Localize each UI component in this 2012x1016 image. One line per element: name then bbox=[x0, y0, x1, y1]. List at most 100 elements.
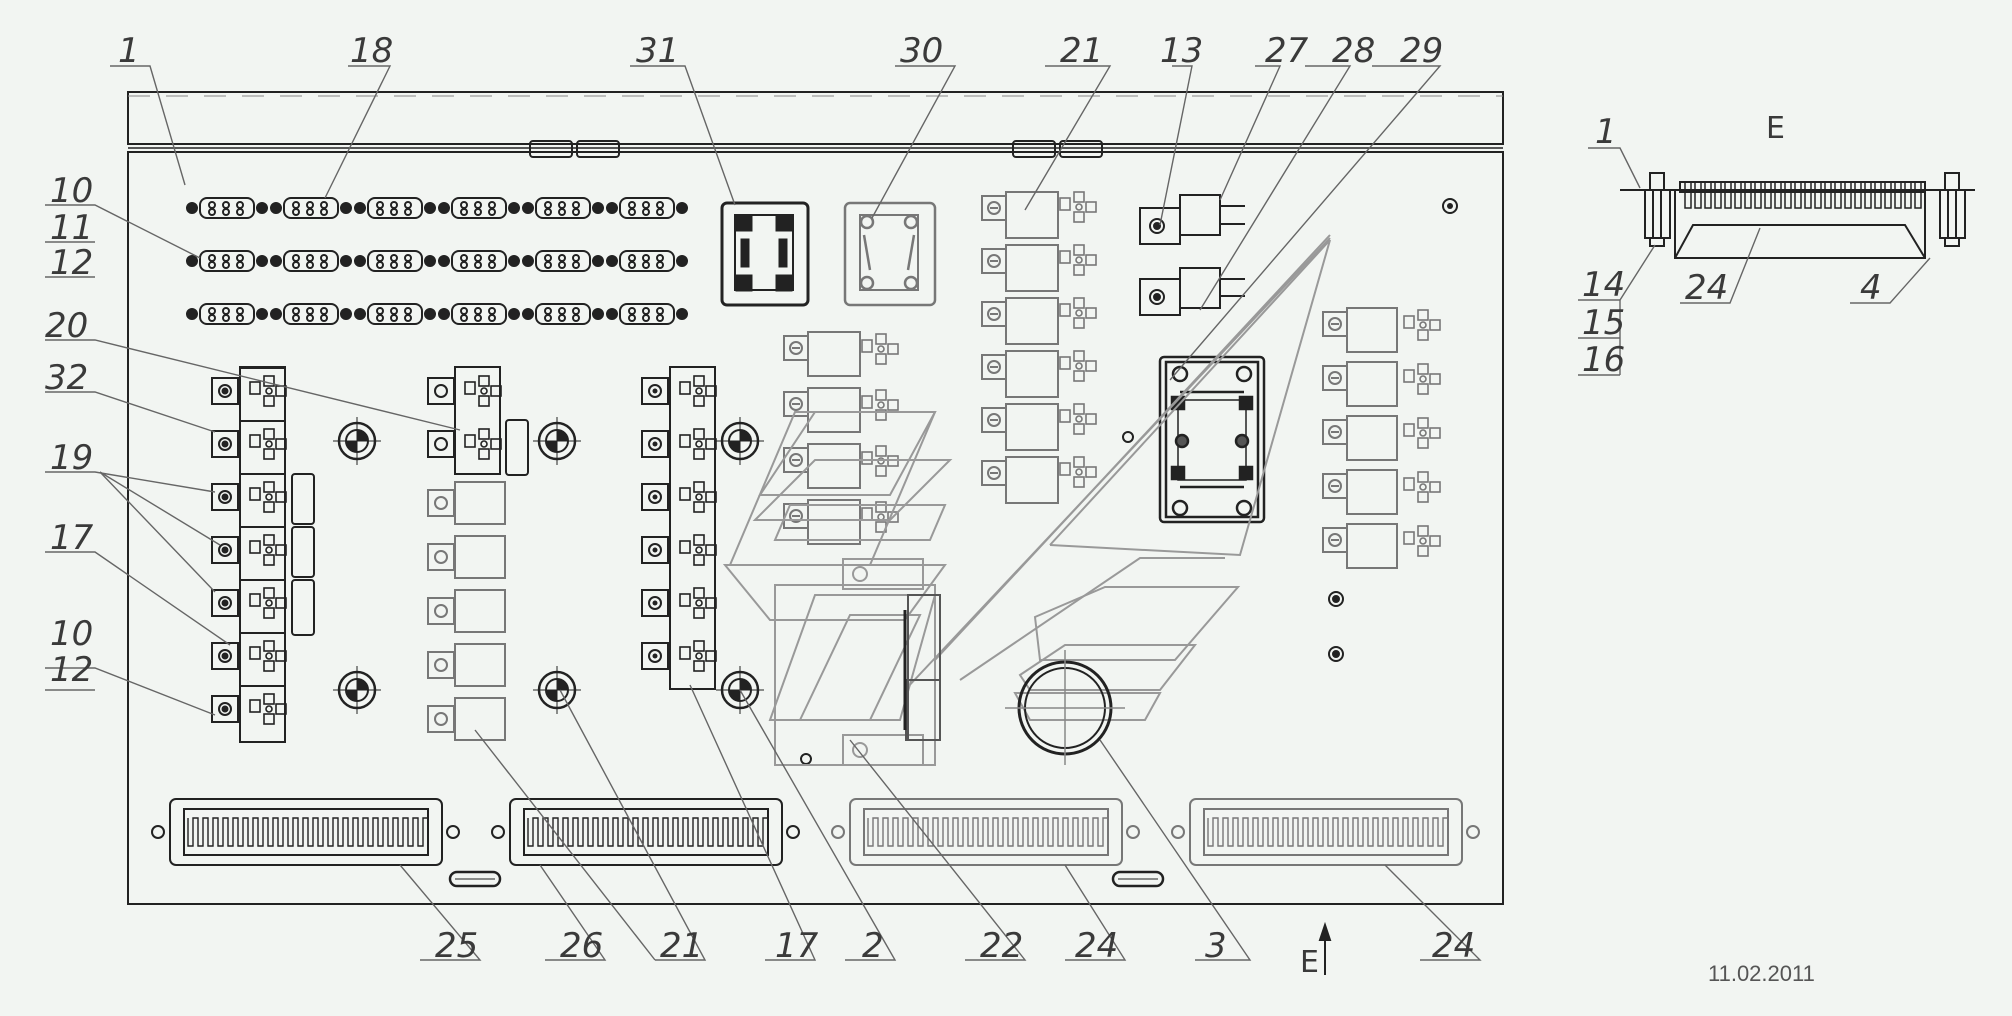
callout-bottom-3: 3 bbox=[1205, 926, 1227, 966]
dsub-connector bbox=[270, 197, 352, 219]
dsub-connector bbox=[606, 303, 688, 325]
callout-left-12b: 12 bbox=[50, 650, 93, 690]
dsub-connector bbox=[270, 303, 352, 325]
callout-top-18: 18 bbox=[350, 31, 393, 71]
fuse-holder bbox=[1158, 355, 1266, 524]
mounting-screw bbox=[1442, 198, 1458, 214]
relay bbox=[981, 191, 1059, 239]
mount-hole bbox=[333, 666, 381, 714]
traces bbox=[722, 234, 1331, 766]
edge-connector bbox=[491, 798, 800, 866]
relay bbox=[981, 350, 1059, 398]
dsub-connector bbox=[354, 303, 436, 325]
dsub-connector bbox=[606, 250, 688, 272]
callout-bottom-24b: 24 bbox=[1432, 926, 1475, 966]
relay-column-upper bbox=[981, 191, 1097, 504]
relay bbox=[981, 456, 1059, 504]
callout-top-28: 28 bbox=[1332, 31, 1375, 71]
relay bbox=[1322, 415, 1398, 461]
callout-detail-15: 15 bbox=[1582, 303, 1625, 343]
callout-bottom-26: 26 bbox=[560, 926, 603, 966]
resistor-26 bbox=[448, 870, 1165, 888]
main-board bbox=[127, 91, 1504, 905]
leader-lines bbox=[45, 65, 1482, 961]
relay bbox=[1322, 523, 1398, 569]
dsub-connector bbox=[438, 197, 520, 219]
relay-column-center bbox=[783, 331, 899, 545]
mounting-holes bbox=[333, 417, 764, 714]
callout-left-12: 12 bbox=[50, 243, 93, 283]
callout-top-21: 21 bbox=[1060, 31, 1103, 71]
callout-left-20: 20 bbox=[45, 306, 88, 346]
callout-bottom-2: 2 bbox=[862, 926, 884, 966]
callout-detail-24: 24 bbox=[1685, 268, 1728, 308]
callout-top-27: 27 bbox=[1265, 31, 1309, 71]
callout-left-10b: 10 bbox=[50, 614, 93, 654]
edge-connector bbox=[831, 798, 1140, 866]
callout-bottom-17: 17 bbox=[775, 926, 819, 966]
socket-31 bbox=[720, 201, 810, 307]
callout-detail-1: 1 bbox=[1595, 112, 1617, 152]
callout-bottom-24: 24 bbox=[1075, 926, 1118, 966]
section-arrow-e bbox=[1318, 921, 1332, 975]
relay bbox=[783, 443, 861, 489]
callout-top-1: 1 bbox=[118, 31, 140, 71]
relay bbox=[783, 499, 861, 545]
dsub-connector bbox=[354, 197, 436, 219]
dsub-connector bbox=[438, 303, 520, 325]
relay bbox=[783, 331, 861, 377]
callout-top-13: 13 bbox=[1160, 31, 1203, 71]
dsub-connector bbox=[186, 250, 268, 272]
callout-detail-16: 16 bbox=[1582, 340, 1625, 380]
dsub-connector bbox=[186, 197, 268, 219]
detail-view-e bbox=[1578, 147, 1975, 376]
section-label-e: E bbox=[1300, 945, 1319, 980]
relay bbox=[1322, 307, 1398, 353]
dsub-connector bbox=[522, 250, 604, 272]
dsub-connector bbox=[270, 250, 352, 272]
dsub-connector bbox=[354, 250, 436, 272]
callout-left-19: 19 bbox=[50, 438, 93, 478]
dsub-connector bbox=[522, 197, 604, 219]
relay bbox=[981, 403, 1059, 451]
hinge-left bbox=[128, 140, 1503, 158]
dsub-connector bbox=[606, 197, 688, 219]
vias bbox=[800, 431, 1344, 765]
relay bbox=[783, 387, 861, 433]
relay bbox=[1322, 361, 1398, 407]
callout-left-11: 11 bbox=[50, 208, 93, 248]
callout-detail-4: 4 bbox=[1860, 268, 1882, 308]
callout-top-30: 30 bbox=[900, 31, 943, 71]
mount-hole bbox=[533, 417, 581, 465]
relay-column-2 bbox=[641, 366, 717, 690]
callout-bottom-21: 21 bbox=[660, 926, 703, 966]
relay-column-far-right bbox=[1322, 307, 1441, 569]
dsub-connector bbox=[522, 303, 604, 325]
callout-left-17: 17 bbox=[50, 518, 94, 558]
callout-left-10: 10 bbox=[50, 171, 93, 211]
callout-detail-14: 14 bbox=[1582, 265, 1625, 305]
edge-connectors bbox=[151, 798, 1480, 866]
edge-connector bbox=[151, 798, 460, 866]
buzzer-3 bbox=[1005, 650, 1125, 765]
relay bbox=[1322, 469, 1398, 515]
relay bbox=[981, 244, 1059, 292]
socket-30 bbox=[843, 201, 937, 307]
transistor-pair-13 bbox=[1139, 194, 1245, 316]
mount-hole bbox=[533, 666, 581, 714]
callout-bottom-25: 25 bbox=[435, 926, 478, 966]
callout-top-29: 29 bbox=[1400, 31, 1443, 71]
mount-hole bbox=[716, 417, 764, 465]
mount-hole bbox=[333, 417, 381, 465]
relay bbox=[981, 297, 1059, 345]
callout-top-31: 31 bbox=[636, 31, 679, 71]
callout-left-32: 32 bbox=[45, 358, 88, 398]
view-label-e: E bbox=[1766, 111, 1785, 146]
edge-connector bbox=[1171, 798, 1480, 866]
dsub-connector bbox=[186, 303, 268, 325]
connector-grid-18 bbox=[186, 197, 688, 325]
callout-labels: 1 18 31 30 21 13 27 28 29 10 11 12 20 32… bbox=[45, 31, 1882, 966]
drawing-date: 11.02.2011 bbox=[1708, 961, 1815, 986]
relay-column-21 bbox=[427, 366, 529, 741]
